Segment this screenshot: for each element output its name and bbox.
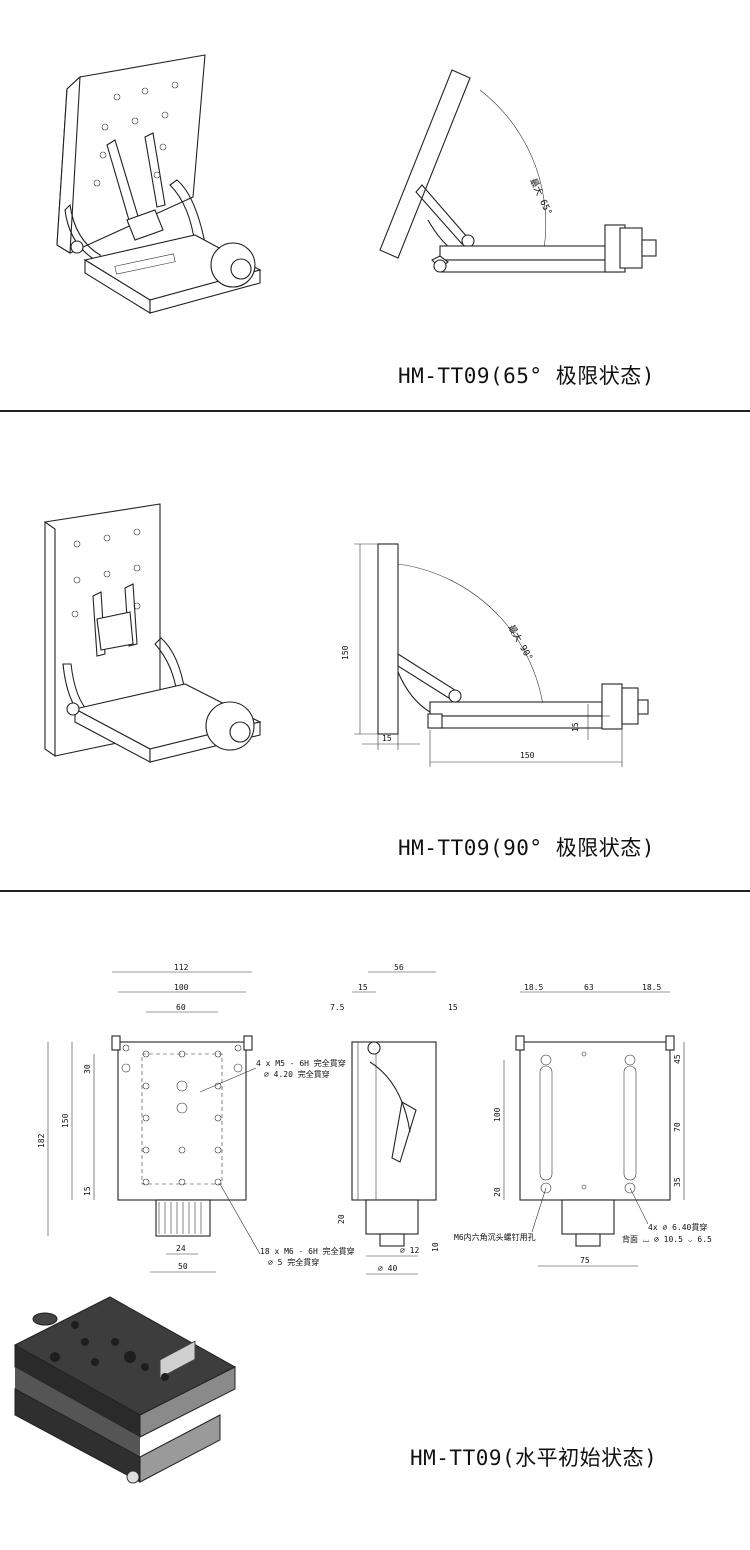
side-drawing-90: 最大 90° 150 15 150 15: [341, 543, 649, 767]
back-note-counter: 背面 ⌴ ∅ 10.5 ⌵ 6.5: [622, 1234, 712, 1244]
front-dim-112: 112: [174, 963, 189, 972]
back-dim-75: 75: [580, 1256, 590, 1265]
dim-15-thickness: 15: [382, 734, 392, 743]
back-dim-45: 45: [673, 1054, 682, 1064]
back-note-screw: M6内六角沉头螺钉用孔: [454, 1232, 536, 1242]
side-dim-dia12: ∅ 12: [400, 1246, 419, 1255]
divider-2: [0, 890, 750, 892]
back-dim-35: 35: [673, 1177, 682, 1187]
side-dim-10: 10: [431, 1242, 440, 1252]
angle-label-90: 最大 90°: [505, 623, 535, 663]
front-dim-150: 150: [61, 1113, 70, 1128]
front-note-m5-b: ∅ 4.20 完全貫穿: [264, 1069, 330, 1079]
back-view: 18.5 63 18.5 45 70 35 100 20 75 M6内六角沉头螺…: [454, 983, 712, 1267]
dim-15-base-thickness: 15: [571, 722, 580, 732]
section-horizontal: 112 100 60 182 150 30 15 24 50 4 x M5 - …: [0, 892, 750, 1550]
back-dim-20: 20: [493, 1187, 502, 1197]
back-dim-18-5a: 18.5: [524, 983, 543, 992]
front-dim-24: 24: [176, 1244, 186, 1253]
front-dim-30: 30: [83, 1064, 92, 1074]
side-drawing-65: 最大 65°: [379, 69, 657, 273]
back-note-holes: 4x ∅ 6.40貫穿: [648, 1222, 707, 1232]
caption-65: HM-TT09(65° 极限状态): [398, 364, 655, 388]
front-view: 112 100 60 182 150 30 15 24 50 4 x M5 - …: [37, 963, 355, 1273]
dim-150-base: 150: [520, 751, 535, 760]
caption-90: HM-TT09(90° 极限状态): [398, 836, 655, 860]
front-dim-182: 182: [37, 1133, 46, 1148]
section-65-degree: 最大 65° HM-TT09(65° 极限状态): [0, 0, 750, 410]
side-view: 56 15 15 7.5 20 10 ∅ 12 ∅ 40: [330, 963, 458, 1275]
front-dim-50: 50: [178, 1262, 188, 1271]
side-dim-dia40: ∅ 40: [378, 1264, 397, 1273]
product-render: [13, 1296, 237, 1484]
iso-drawing-90: [44, 503, 262, 763]
front-dim-100: 100: [174, 983, 189, 992]
dim-150-vertical: 150: [341, 645, 350, 660]
side-dim-20: 20: [337, 1214, 346, 1224]
angle-label-65: 最大 65°: [527, 176, 555, 217]
side-dim-56: 56: [394, 963, 404, 972]
front-note-m6-b: ∅ 5 完全貫穿: [268, 1257, 319, 1267]
back-dim-18-5b: 18.5: [642, 983, 661, 992]
back-dim-70: 70: [673, 1122, 682, 1132]
front-dim-15: 15: [83, 1186, 92, 1196]
side-dim-7-5: 7.5: [330, 1003, 345, 1012]
back-dim-63: 63: [584, 983, 594, 992]
divider-1: [0, 410, 750, 412]
iso-drawing-65: [56, 54, 262, 314]
front-note-m5: 4 x M5 - 6H 完全貫穿: [256, 1058, 346, 1068]
back-dim-100: 100: [493, 1107, 502, 1122]
front-dim-60: 60: [176, 1003, 186, 1012]
front-note-m6: 18 x M6 - 6H 完全貫穿: [260, 1246, 355, 1256]
side-dim-15a: 15: [358, 983, 368, 992]
caption-horizontal: HM-TT09(水平初始状态): [410, 1446, 658, 1470]
side-dim-15b: 15: [448, 1003, 458, 1012]
section-90-degree: 最大 90° 150 15 150 15 HM-TT09(90° 极限状态): [0, 412, 750, 890]
